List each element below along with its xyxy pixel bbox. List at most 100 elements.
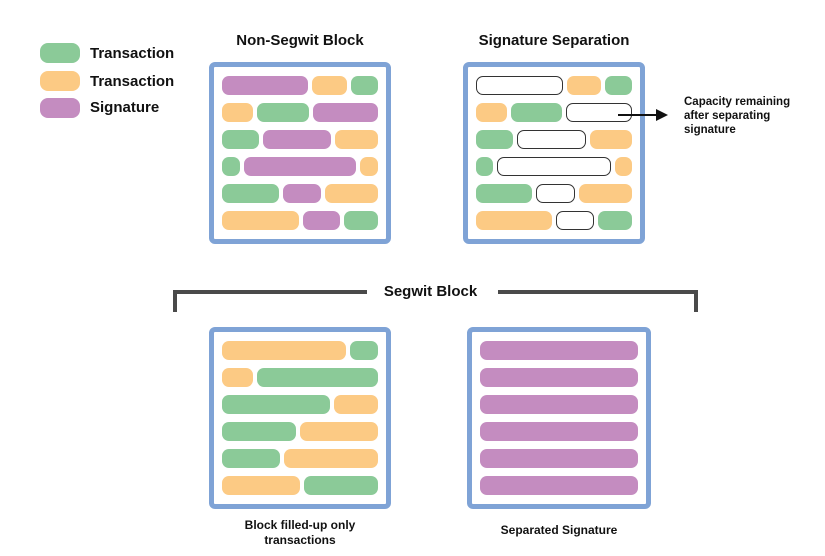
block-row — [476, 103, 632, 122]
transaction-green-segment — [476, 184, 533, 203]
empty-capacity-segment — [536, 184, 576, 203]
signature-segment — [480, 422, 638, 441]
annotation-line: signature — [684, 124, 736, 136]
transaction-green-segment — [222, 184, 280, 203]
transaction-green-segment — [257, 103, 309, 122]
block-row — [476, 76, 632, 95]
transaction-green-segment — [350, 341, 378, 360]
transaction-orange-segment — [222, 476, 300, 495]
capacity-annotation: Capacity remaining after separating sign… — [684, 95, 790, 137]
transaction-green-segment — [222, 130, 259, 149]
transaction-orange-segment — [222, 341, 347, 360]
signature-segment — [312, 103, 378, 122]
signature-segment — [243, 157, 357, 176]
legend-swatch-purple-signature — [40, 98, 80, 118]
block-row — [222, 76, 378, 95]
transaction-green-segment — [343, 211, 378, 230]
arrow-icon — [618, 109, 668, 121]
segwit-transactions-block — [209, 327, 391, 509]
signature-segment — [480, 395, 638, 414]
transaction-green-segment — [303, 476, 378, 495]
signature-segment — [480, 476, 638, 495]
block-rows — [222, 341, 378, 495]
signature-segment — [480, 449, 638, 468]
signature-segment — [302, 211, 340, 230]
transaction-green-segment — [510, 103, 562, 122]
transaction-green-segment — [222, 157, 240, 176]
segwit-block-title: Segwit Block — [383, 283, 478, 300]
transaction-green-segment — [476, 130, 513, 149]
transaction-green-segment — [222, 449, 281, 468]
segwit-bracket-right — [498, 290, 698, 312]
transaction-orange-segment — [222, 103, 254, 122]
transaction-orange-segment — [589, 130, 632, 149]
empty-capacity-segment — [497, 157, 611, 176]
block-rows — [222, 76, 379, 230]
empty-capacity-segment — [565, 103, 632, 122]
block-row — [222, 341, 378, 360]
block-row — [480, 422, 638, 441]
transaction-orange-segment — [222, 368, 253, 387]
annotation-line: after separating — [684, 110, 771, 122]
transaction-green-segment — [605, 76, 632, 95]
block-row — [480, 395, 638, 414]
separated-signature-caption: Separated Signature — [457, 523, 661, 538]
block-rows — [480, 341, 638, 495]
block-row — [476, 130, 632, 149]
annotation-line: Capacity remaining — [684, 96, 791, 108]
block-row — [480, 449, 638, 468]
signature-separation-title: Signature Separation — [478, 32, 630, 49]
legend-swatch-green-transaction — [40, 43, 80, 63]
block-row — [222, 211, 378, 230]
block-row — [222, 184, 379, 203]
block-row — [476, 184, 632, 203]
transaction-orange-segment — [222, 211, 299, 230]
non-segwit-block — [209, 62, 391, 244]
caption-line: transactions — [264, 533, 336, 547]
block-row — [480, 476, 638, 495]
segwit-bracket-left — [173, 290, 367, 312]
block-row — [480, 341, 638, 360]
legend-label-orange: Transaction — [90, 73, 175, 90]
signature-segment — [480, 341, 638, 360]
transaction-orange-segment — [614, 157, 633, 176]
segwit-transactions-caption: Block filled-up only transactions — [199, 518, 401, 548]
empty-capacity-segment — [555, 211, 595, 230]
block-row — [476, 211, 632, 230]
block-row — [222, 157, 379, 176]
caption-line: Separated Signature — [500, 523, 618, 537]
block-row — [476, 157, 633, 176]
transaction-orange-segment — [360, 157, 379, 176]
transaction-orange-segment — [311, 76, 347, 95]
transaction-orange-segment — [335, 130, 378, 149]
block-row — [222, 368, 378, 387]
transaction-green-segment — [222, 422, 297, 441]
legend-swatch-orange-transaction — [40, 71, 80, 91]
signature-segment — [263, 130, 332, 149]
transaction-orange-segment — [476, 211, 552, 230]
transaction-green-segment — [476, 157, 494, 176]
transaction-orange-segment — [300, 422, 378, 441]
transaction-orange-segment — [284, 449, 378, 468]
transaction-orange-segment — [476, 103, 507, 122]
transaction-orange-segment — [324, 184, 379, 203]
transaction-green-segment — [256, 368, 378, 387]
empty-capacity-segment — [516, 130, 586, 149]
block-row — [222, 422, 378, 441]
block-row — [222, 103, 378, 122]
block-rows — [476, 76, 633, 230]
signature-segment — [222, 76, 308, 95]
transaction-green-segment — [350, 76, 378, 95]
caption-line: Block filled-up only — [244, 518, 356, 532]
block-row — [222, 449, 378, 468]
signature-segment — [480, 368, 638, 387]
block-row — [222, 476, 378, 495]
transaction-green-segment — [222, 395, 330, 414]
transaction-orange-segment — [566, 76, 602, 95]
transaction-green-segment — [598, 211, 632, 230]
signature-separation-block — [463, 62, 645, 244]
transaction-orange-segment — [579, 184, 632, 203]
segwit-signatures-block — [467, 327, 651, 509]
transaction-orange-segment — [333, 395, 378, 414]
signature-segment — [283, 184, 321, 203]
